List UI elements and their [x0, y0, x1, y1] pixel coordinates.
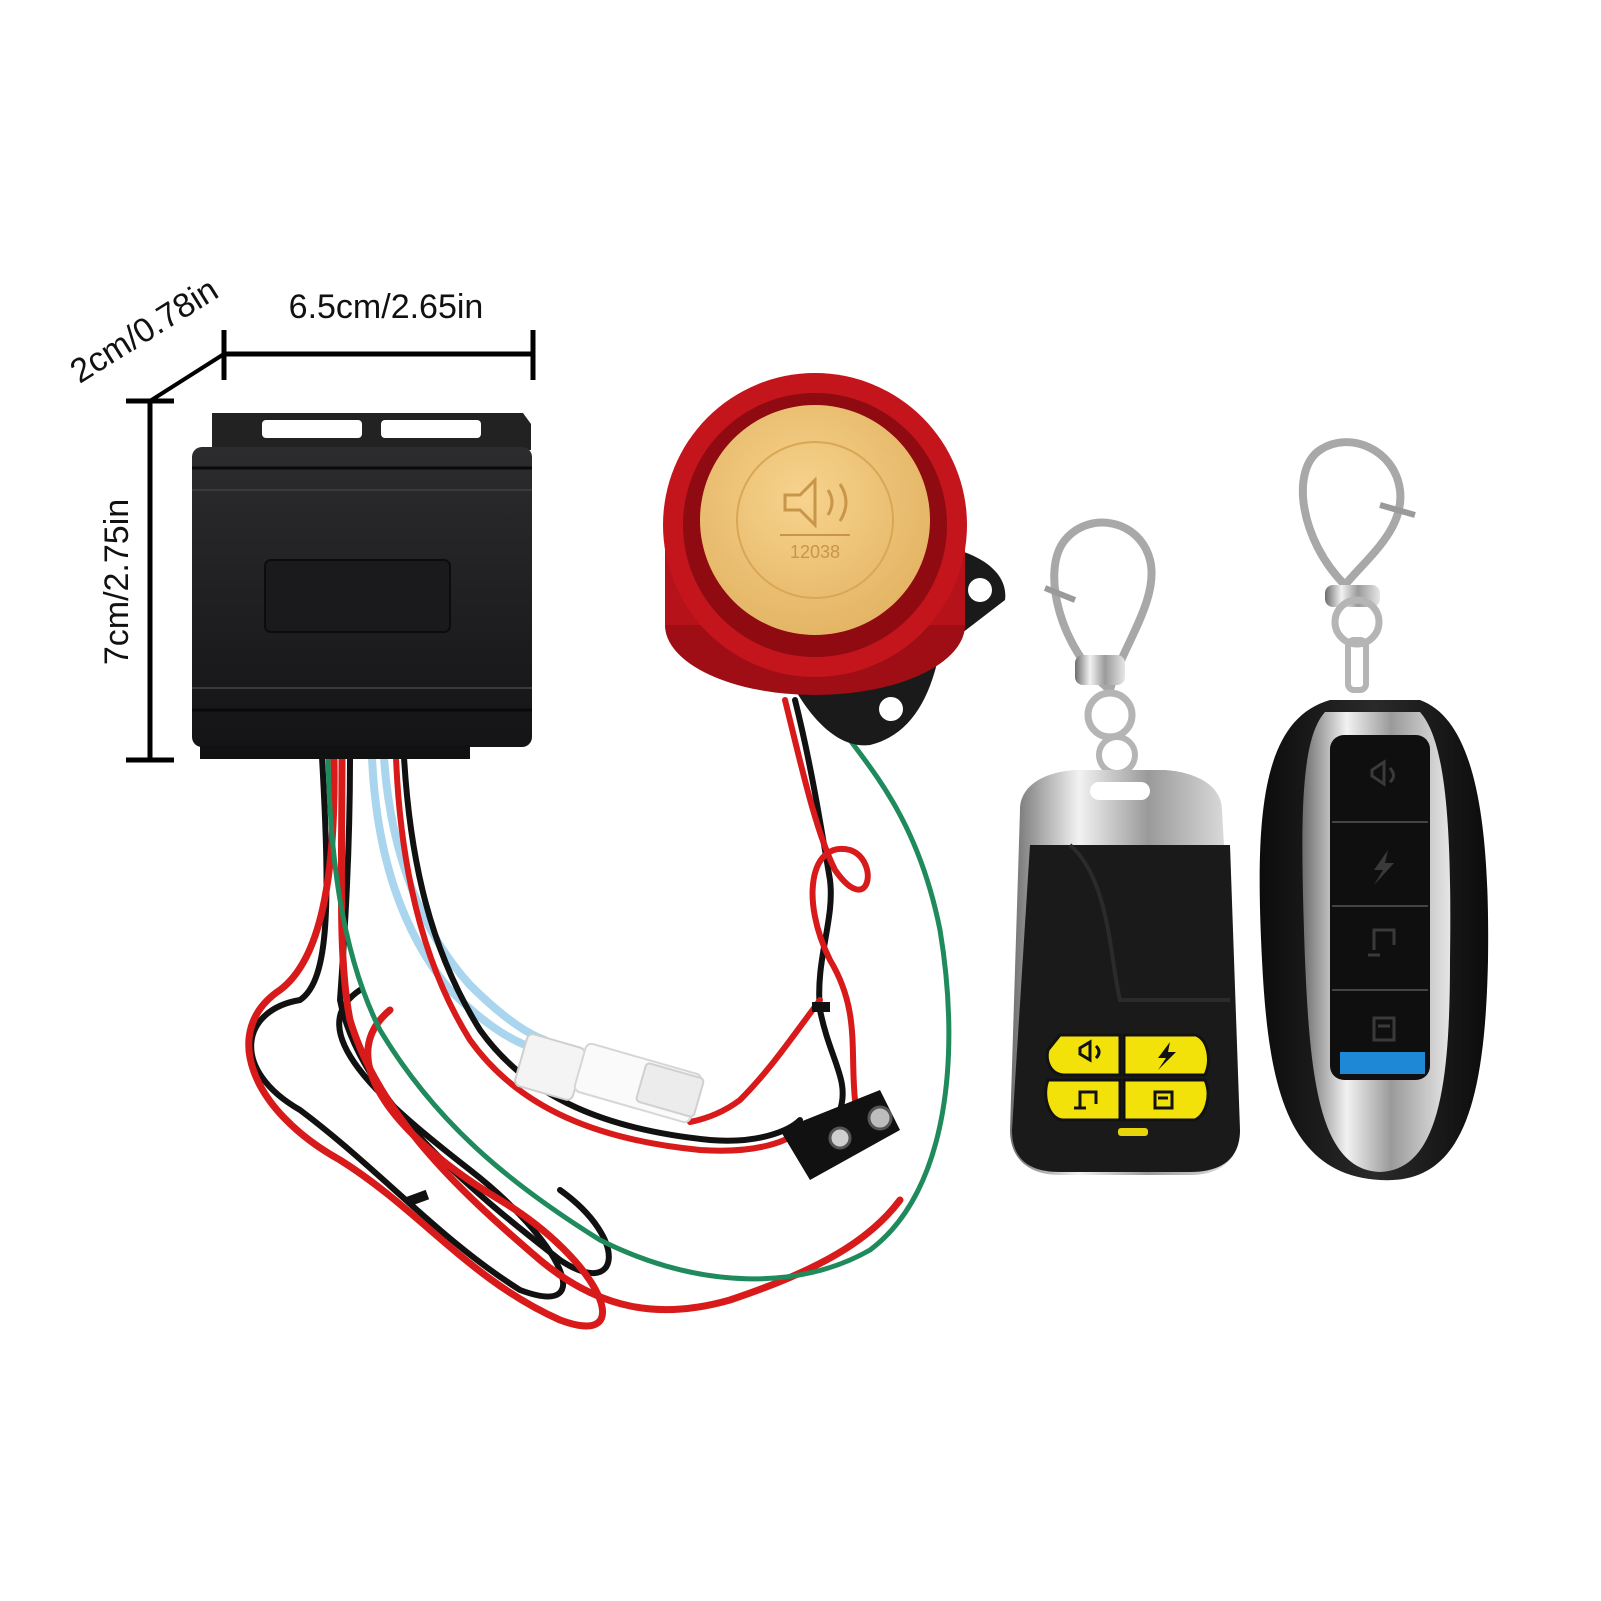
door-unlocked-icon — [1153, 1090, 1174, 1110]
wire-harness — [245, 697, 952, 1330]
remote-button-lock[interactable] — [1335, 740, 1425, 818]
remote-button-alert[interactable] — [1122, 1033, 1210, 1077]
remote-button-door-unlock[interactable] — [1122, 1078, 1210, 1122]
remote-button-door-unlock[interactable] — [1335, 994, 1425, 1070]
remote-button-lock[interactable] — [1045, 1033, 1122, 1077]
door-locked-icon — [1074, 1090, 1098, 1110]
lightning-icon — [1158, 1042, 1176, 1070]
remote-button-door-lock[interactable] — [1335, 910, 1425, 986]
siren-cap-text: 12038 — [790, 542, 840, 562]
embossed-logo-plate — [264, 559, 451, 633]
remote-key-fob-classic — [1010, 518, 1240, 1175]
remote-button-door-lock[interactable] — [1044, 1078, 1122, 1122]
remote-key-fob-sleek — [1259, 438, 1489, 1181]
remote-button-alert[interactable] — [1335, 826, 1425, 902]
dimension-annotations: 6.5cm/2.65in 2cm/0.78in 7cm/2.75in — [64, 270, 536, 763]
siren-horn: 12038 — [663, 373, 1006, 746]
height-dimension-label: 7cm/2.75in — [98, 499, 136, 665]
door-locked-icon — [1368, 928, 1396, 957]
depth-dimension-label: 2cm/0.78in — [64, 270, 225, 390]
siren-icon — [783, 476, 848, 529]
width-dimension-label: 6.5cm/2.65in — [289, 288, 484, 326]
siren-icon — [1370, 759, 1395, 787]
siren-icon — [1078, 1039, 1101, 1063]
door-unlocked-icon — [1372, 1016, 1396, 1042]
lightning-icon — [1374, 850, 1394, 885]
alarm-control-box — [192, 413, 532, 759]
battery-snap-clip — [780, 1090, 900, 1180]
wire-connector — [514, 1033, 705, 1124]
remote-indicator-strip — [1340, 1052, 1425, 1074]
